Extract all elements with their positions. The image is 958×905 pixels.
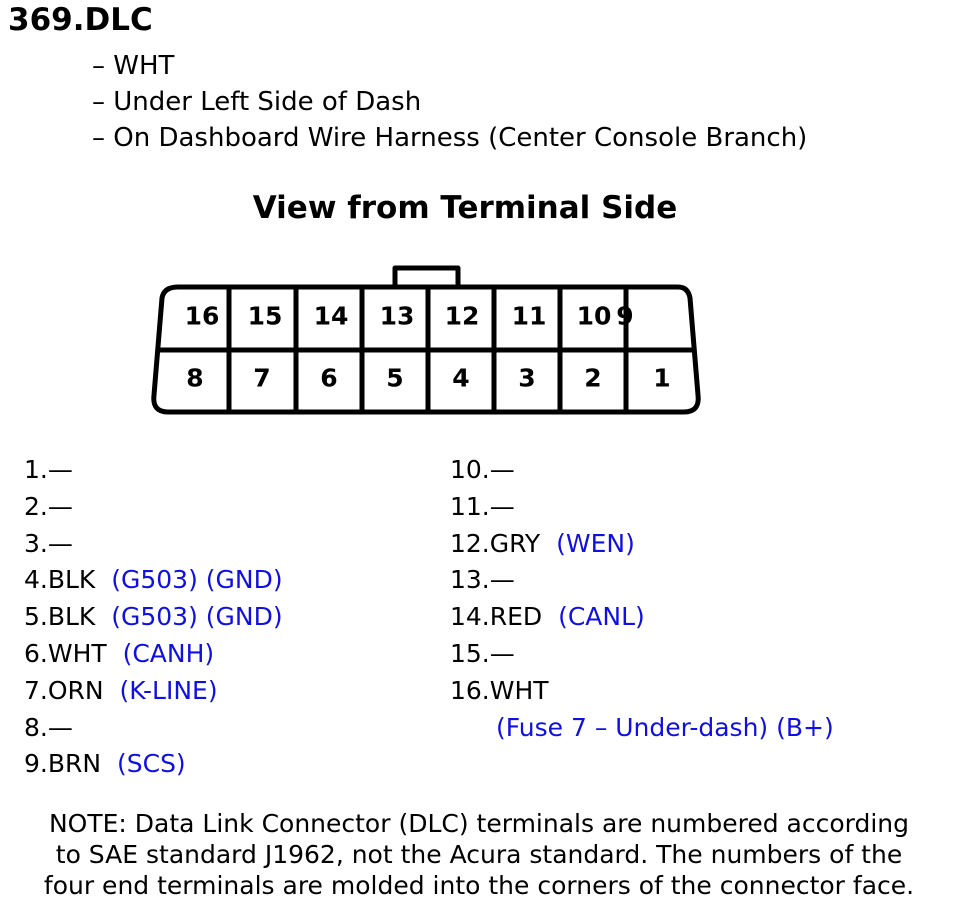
pinout-row: 8.— xyxy=(24,712,73,742)
pin-11: 11 xyxy=(512,302,547,331)
property-harness: – On Dashboard Wire Harness (Center Cons… xyxy=(92,123,808,153)
pinout-row: 9.BRN (SCS) xyxy=(24,749,186,779)
cell-dividers xyxy=(226,287,629,412)
property-color: – WHT xyxy=(92,51,175,81)
pin-detail: (SCS) xyxy=(116,749,186,779)
connector-housing xyxy=(151,284,701,415)
view-label: View from Terminal Side xyxy=(252,190,678,226)
pin-detail: (WEN) xyxy=(556,528,635,558)
pin-detail: (K-LINE) xyxy=(119,675,218,705)
pin-2: 2 xyxy=(584,364,601,393)
pin-9: 9 xyxy=(616,302,633,331)
connector-latch xyxy=(392,265,461,287)
pin-detail-continued: (Fuse 7 – Under-dash) (B+) xyxy=(496,712,834,742)
pinout-row: 3.— xyxy=(24,528,73,558)
pinout-row: 12.GRY (WEN) xyxy=(450,528,635,558)
pinout-row: 6.WHT (CANH) xyxy=(24,638,215,668)
pin-10: 10 xyxy=(577,302,612,331)
pin-3: 3 xyxy=(518,364,535,393)
note-line: four end terminals are molded into the c… xyxy=(43,871,915,900)
pin-7: 7 xyxy=(253,364,270,393)
pin-detail: (CANH) xyxy=(122,638,215,668)
pin-12: 12 xyxy=(445,302,480,331)
pinout-row: 15.— xyxy=(450,638,515,668)
pinout-list-right: 10.— 11.— 12.GRY (WEN) 13.— 14.RED (CANL… xyxy=(450,452,834,746)
pinout-row: 16.WHT xyxy=(450,675,549,705)
pinout-row: 11.— xyxy=(450,491,515,521)
pin-4: 4 xyxy=(452,364,469,393)
pinout-row: 14.RED (CANL) xyxy=(450,602,645,632)
pin-8: 8 xyxy=(186,364,203,393)
pinout-row: 4.BLK (G503) (GND) xyxy=(24,565,283,595)
pin-detail: (G503) (GND) xyxy=(111,602,283,632)
pin-13: 13 xyxy=(380,302,415,331)
pinout-row: 10.— xyxy=(450,455,515,484)
note-line: NOTE: Data Link Connector (DLC) terminal… xyxy=(48,809,910,838)
pinout-row: 7.ORN (K-LINE) xyxy=(24,675,218,705)
pin-5: 5 xyxy=(386,364,403,393)
property-location: – Under Left Side of Dash xyxy=(92,87,422,117)
pin-detail: (CANL) xyxy=(558,602,645,632)
connector-properties: – WHT – Under Left Side of Dash – On Das… xyxy=(92,48,807,156)
pin-6: 6 xyxy=(320,364,337,393)
pinout-row: 1.— xyxy=(24,455,73,484)
connector-face-diagram: 16 15 14 13 12 11 10 9 8 7 6 5 4 3 2 1 xyxy=(151,265,701,415)
note-text: NOTE: Data Link Connector (DLC) terminal… xyxy=(0,808,958,901)
pin-detail: (G503) (GND) xyxy=(111,565,283,595)
pinout-row: 2.— xyxy=(24,491,73,521)
pin-14: 14 xyxy=(314,302,349,331)
pinout-row: 13.— xyxy=(450,565,515,595)
pin-16: 16 xyxy=(185,302,220,331)
pinout-list-left: 1.— 2.— 3.— 4.BLK (G503) (GND) 5.BLK (G5… xyxy=(24,452,283,783)
note-line: to SAE standard J1962, not the Acura sta… xyxy=(55,840,903,869)
pin-1: 1 xyxy=(653,364,670,393)
pin-15: 15 xyxy=(248,302,283,331)
connector-title: 369.DLC xyxy=(8,2,153,38)
pinout-row: 5.BLK (G503) (GND) xyxy=(24,602,283,632)
